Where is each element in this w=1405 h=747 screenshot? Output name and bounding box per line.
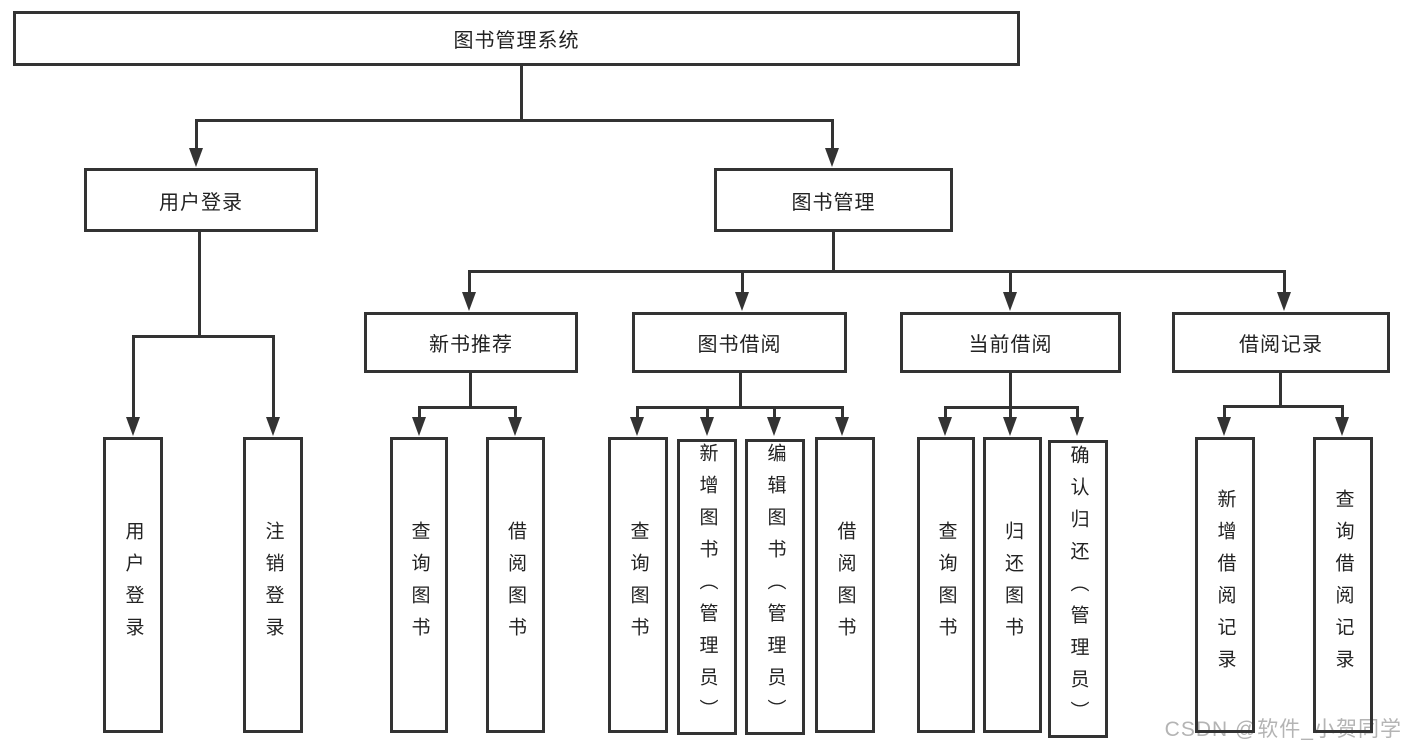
leaf-confirm-return-admin: 确认归还（管理员） xyxy=(1048,440,1108,738)
leaf-query-books-borrow: 查询图书 xyxy=(608,437,668,733)
arrowhead-down-icon xyxy=(825,148,839,167)
connector-vline xyxy=(198,230,201,338)
arrowhead-down-icon xyxy=(462,292,476,311)
leaf-edit-books-admin: 编辑图书（管理员） xyxy=(745,439,805,735)
connector-vline xyxy=(1076,406,1079,420)
leaf-label: 查询图书 xyxy=(627,521,649,649)
arrowhead-down-icon xyxy=(126,417,140,436)
leaf-label: 借阅图书 xyxy=(505,521,526,649)
connector-vline xyxy=(418,406,421,420)
leaf-label: 用户登录 xyxy=(122,521,144,649)
leaf-query-books-current: 查询图书 xyxy=(917,437,975,733)
connector-vline xyxy=(520,64,523,121)
arrowhead-down-icon xyxy=(700,417,714,436)
arrowhead-down-icon xyxy=(1003,292,1017,311)
node-root-label: 图书管理系统 xyxy=(453,30,580,52)
connector-vline xyxy=(739,371,742,409)
connector-vline xyxy=(832,230,835,273)
arrowhead-down-icon xyxy=(938,417,952,436)
leaf-label: 查询图书 xyxy=(935,521,957,649)
arrowhead-down-icon xyxy=(1335,417,1349,436)
arrowhead-down-icon xyxy=(412,417,426,436)
leaf-add-books-admin: 新增图书（管理员） xyxy=(677,439,737,735)
connector-vline xyxy=(706,406,709,420)
connector-vline xyxy=(195,119,198,151)
leaf-label: 查询图书 xyxy=(408,521,430,649)
connector-hline xyxy=(1223,405,1343,408)
leaf-label: 查询借阅记录 xyxy=(1332,489,1354,681)
node-label: 图书管理 xyxy=(791,191,876,214)
node-root: 图书管理系统 xyxy=(13,11,1020,66)
leaf-label: 注销登录 xyxy=(262,521,284,649)
arrowhead-down-icon xyxy=(508,417,522,436)
node-label: 当前借阅 xyxy=(968,334,1053,356)
arrowhead-down-icon xyxy=(630,417,644,436)
arrowhead-down-icon xyxy=(1217,417,1231,436)
leaf-borrow-books: 借阅图书 xyxy=(815,437,875,733)
connector-vline xyxy=(1009,270,1012,295)
connector-vline xyxy=(468,270,471,295)
leaf-logout: 注销登录 xyxy=(243,437,303,733)
leaf-query-borrow-record: 查询借阅记录 xyxy=(1313,437,1373,733)
leaf-label: 编辑图书（管理员） xyxy=(764,443,786,731)
connector-vline xyxy=(1009,406,1012,420)
leaf-borrow-books-recommend: 借阅图书 xyxy=(486,437,545,733)
connector-vline xyxy=(636,406,639,420)
connector-vline xyxy=(831,119,834,151)
node-current-borrow: 当前借阅 xyxy=(900,312,1121,373)
connector-vline xyxy=(1223,405,1226,420)
arrowhead-down-icon xyxy=(735,292,749,311)
node-new-book-recommend: 新书推荐 xyxy=(364,312,578,373)
arrowhead-down-icon xyxy=(1070,417,1084,436)
leaf-label: 借阅图书 xyxy=(834,521,856,649)
leaf-query-books-recommend: 查询图书 xyxy=(390,437,448,733)
connector-vline xyxy=(741,270,744,295)
leaf-return-books: 归还图书 xyxy=(983,437,1042,733)
node-label: 借阅记录 xyxy=(1239,334,1323,356)
leaf-label: 确认归还（管理员） xyxy=(1067,445,1089,733)
node-book-borrow: 图书借阅 xyxy=(632,312,847,373)
connector-vline xyxy=(514,406,517,420)
arrowhead-down-icon xyxy=(1003,417,1017,436)
node-label: 用户登录 xyxy=(159,191,243,214)
connector-hline xyxy=(132,335,275,338)
node-label: 图书借阅 xyxy=(697,334,782,356)
arrowhead-down-icon xyxy=(835,417,849,436)
leaf-user-login: 用户登录 xyxy=(103,437,163,733)
leaf-add-borrow-record: 新增借阅记录 xyxy=(1195,437,1255,733)
connector-vline xyxy=(1009,371,1012,409)
connector-vline xyxy=(841,406,844,420)
connector-vline xyxy=(1341,405,1344,420)
connector-vline xyxy=(1283,270,1286,295)
connector-vline xyxy=(944,406,947,420)
arrowhead-down-icon xyxy=(189,148,203,167)
connector-vline xyxy=(773,406,776,420)
connector-vline xyxy=(132,335,135,420)
connector-hline xyxy=(636,406,844,409)
arrowhead-down-icon xyxy=(767,417,781,436)
node-label: 新书推荐 xyxy=(429,334,513,356)
connector-hline xyxy=(468,270,1286,273)
csdn-watermark: CSDN @软件_小贺同学 xyxy=(1164,718,1402,741)
leaf-label: 新增图书（管理员） xyxy=(696,443,718,731)
node-book-management: 图书管理 xyxy=(714,168,953,232)
connector-hline xyxy=(418,406,517,409)
connector-hline xyxy=(195,119,834,122)
node-borrow-records: 借阅记录 xyxy=(1172,312,1390,373)
connector-vline xyxy=(1279,371,1282,408)
leaf-label: 新增借阅记录 xyxy=(1214,489,1236,681)
arrowhead-down-icon xyxy=(266,417,280,436)
connector-vline xyxy=(469,371,472,409)
leaf-label: 归还图书 xyxy=(1002,521,1023,649)
arrowhead-down-icon xyxy=(1277,292,1291,311)
node-user-login: 用户登录 xyxy=(84,168,318,232)
connector-vline xyxy=(272,335,275,420)
